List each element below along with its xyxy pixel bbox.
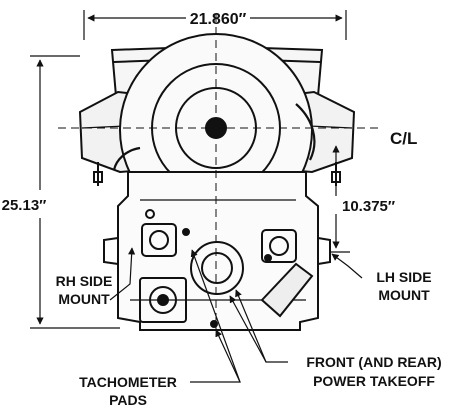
centerline-label: C/L	[390, 129, 417, 148]
starter-motor	[260, 262, 314, 318]
tachometer-pads-label-line1: TACHOMETER	[79, 374, 177, 390]
lh-side-mount-label-line1: LH SIDE	[376, 269, 431, 285]
leader-lines	[109, 247, 363, 383]
pto-label-line1: FRONT (AND REAR)	[306, 354, 441, 370]
tachometer-pads-label-line2: PADS	[109, 392, 147, 408]
centerlines	[58, 14, 378, 330]
tachometer-pad-left	[141, 223, 177, 257]
rh-side-mount-label-line2: MOUNT	[58, 291, 110, 307]
pto-label-line2: POWER TAKEOFF	[313, 373, 435, 389]
rh-side-mount-label-line1: RH SIDE	[56, 273, 113, 289]
lh-side-mount-ear	[317, 237, 331, 265]
pto-flange	[190, 241, 244, 295]
engine-drawing	[78, 33, 356, 331]
overall-width-label: 21.860″	[190, 11, 247, 28]
tachometer-pad-right	[261, 229, 297, 263]
pto-inner	[201, 252, 233, 284]
engine-block	[117, 171, 319, 331]
lower-left-unit	[139, 277, 187, 323]
centerline-to-mount-label: 10.375″	[342, 198, 395, 215]
rh-side-mount-ear	[103, 237, 119, 265]
overall-height-label: 25.13″	[2, 197, 47, 214]
dimension-lines	[30, 10, 350, 329]
lh-side-mount-label-line2: MOUNT	[378, 287, 430, 303]
